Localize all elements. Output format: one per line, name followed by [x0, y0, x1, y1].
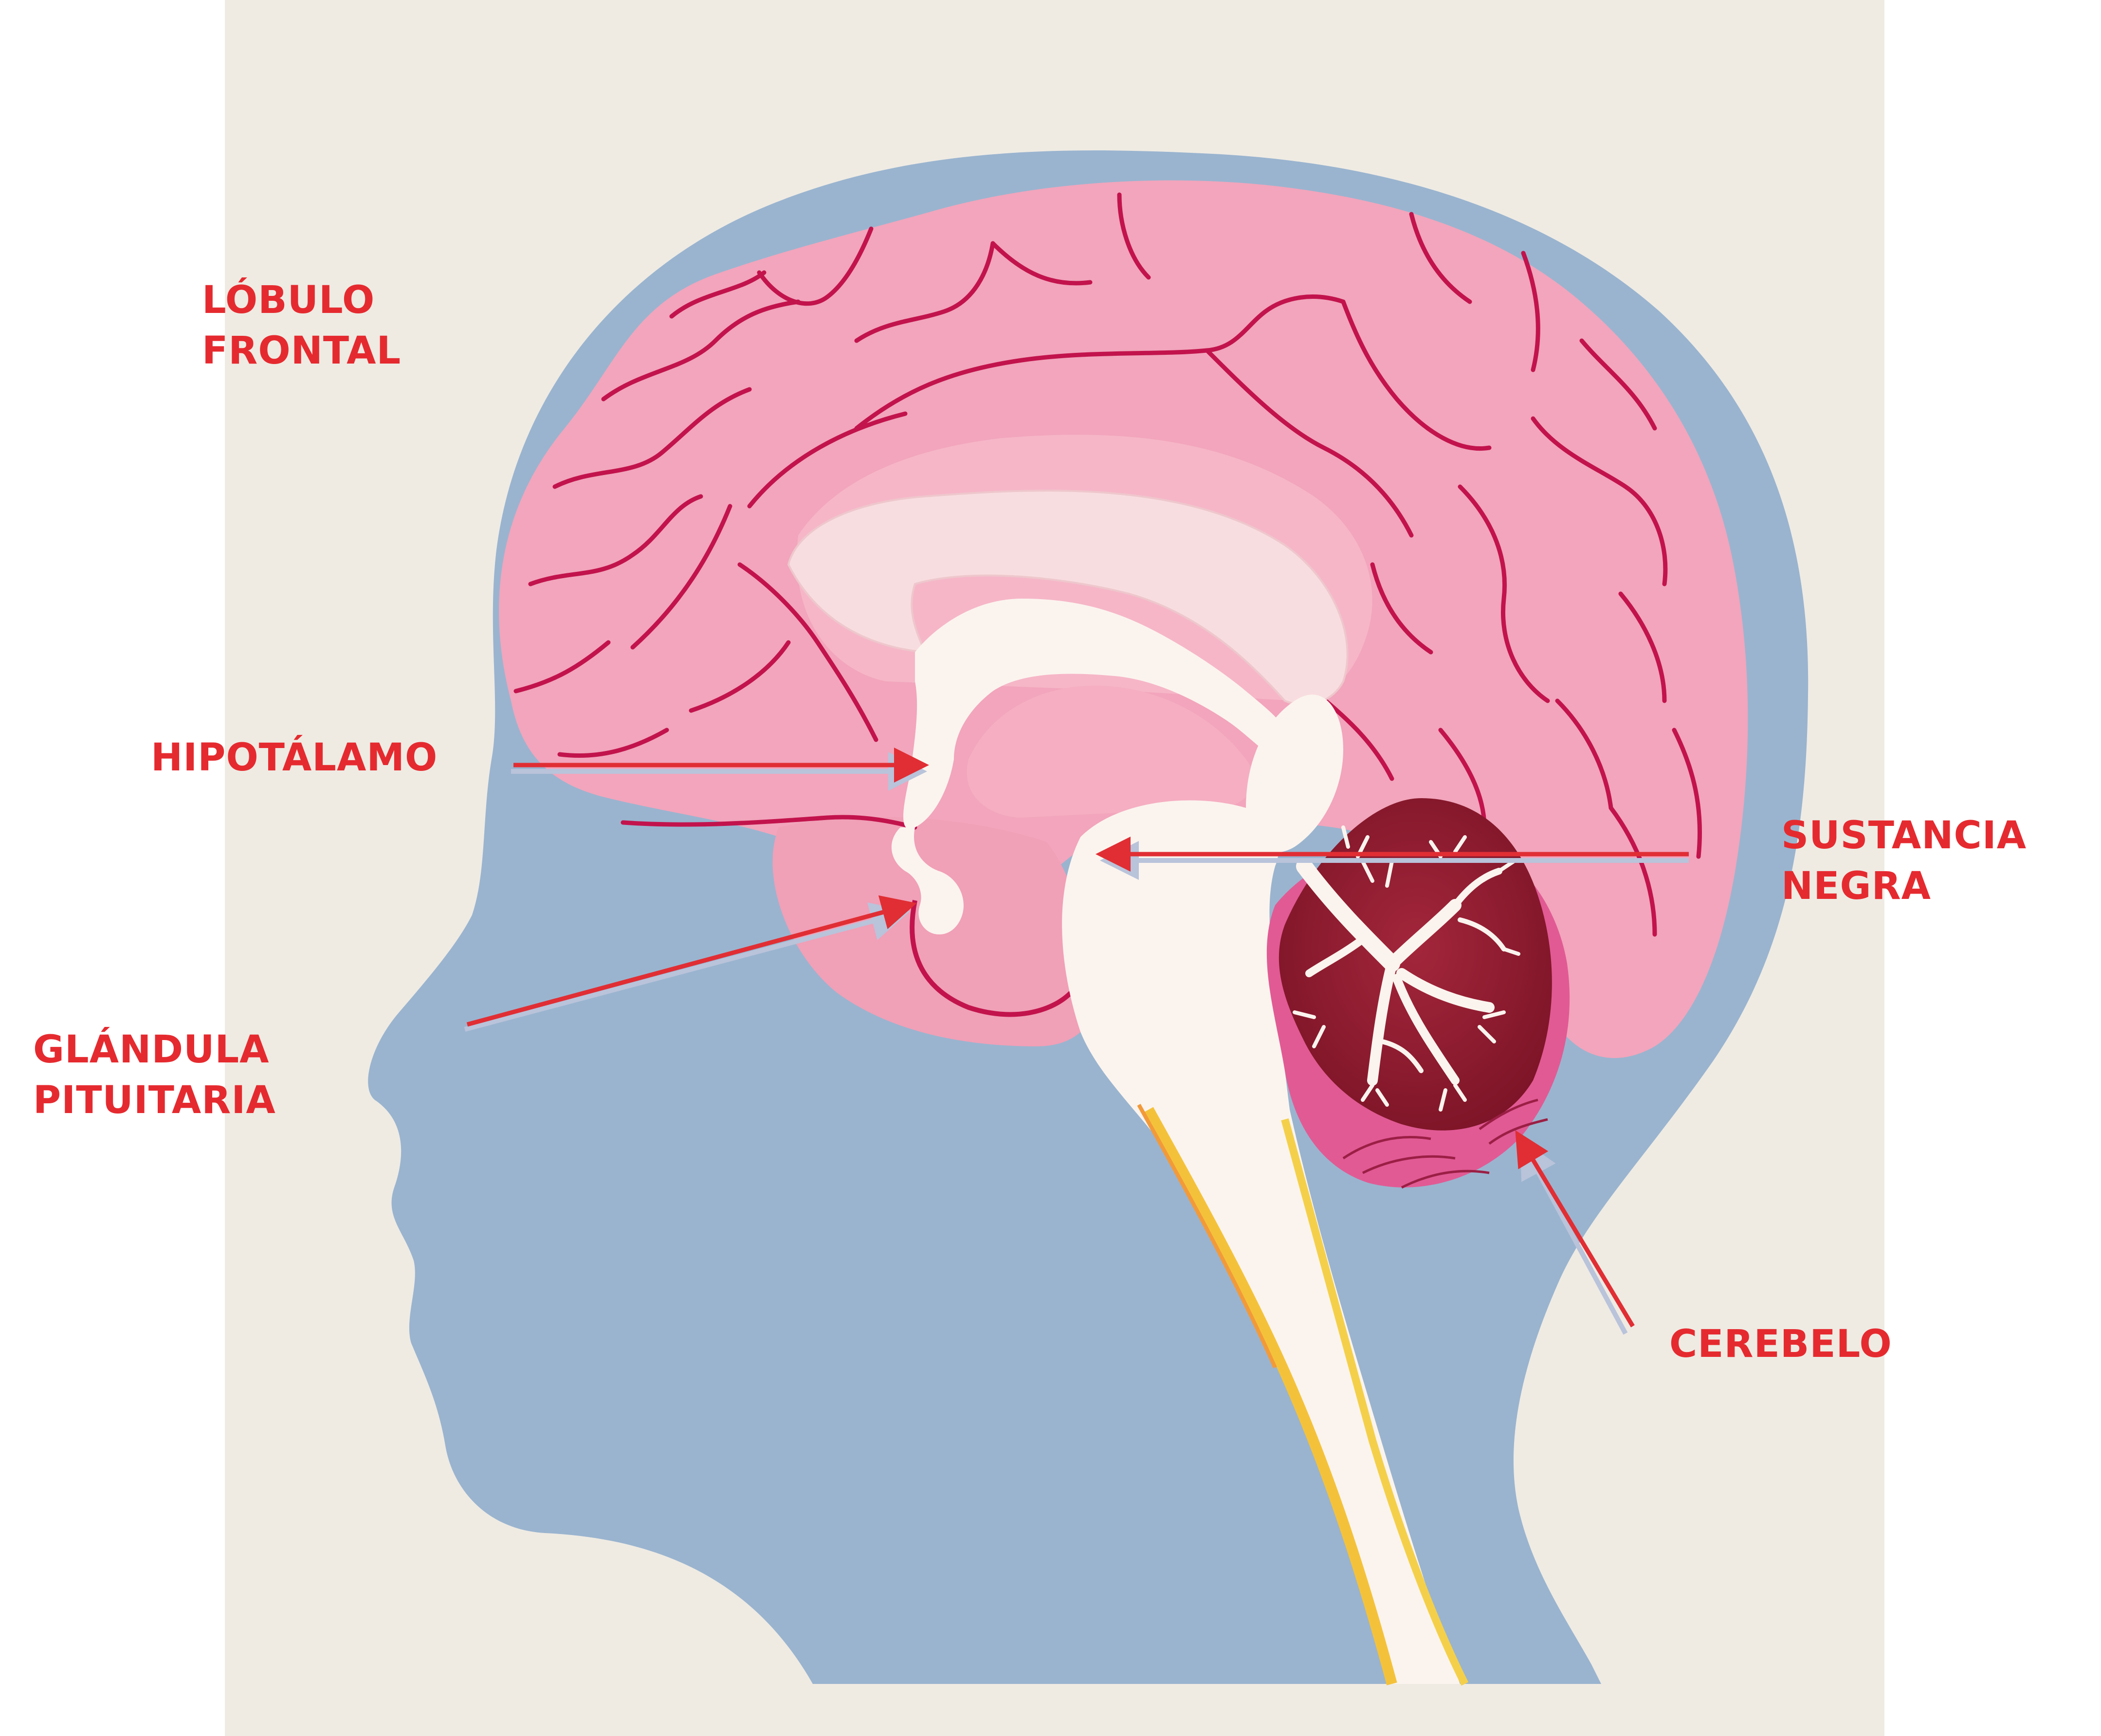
arbor-vitae	[1293, 825, 1520, 1112]
label-sustancia-negra: SUSTANCIA NEGRA	[1781, 810, 2027, 912]
spinal-stripe	[1144, 1107, 1397, 1685]
corpus-callosum	[787, 490, 1349, 706]
label-glandula-pituitaria-line1: GLÁNDULA	[33, 1028, 270, 1072]
arrow-shadows	[464, 752, 1689, 1335]
spinal-stripe-back	[1281, 1118, 1469, 1686]
brainstem	[1062, 800, 1460, 1684]
arrow-glandula-pituitaria	[466, 895, 917, 1027]
label-glandula-pituitaria-line2: PITUITARIA	[33, 1078, 276, 1122]
label-lobulo-frontal-line2: FRONTAL	[202, 329, 402, 373]
label-cerebelo: CEREBELO	[1669, 1319, 1892, 1370]
label-lobulo-frontal-line1: LÓBULO	[202, 278, 375, 322]
spinal-stripe-inner	[1137, 1104, 1277, 1369]
fornix	[903, 599, 1288, 829]
pituitary-stalk	[891, 827, 964, 934]
midbrain	[1246, 694, 1343, 853]
temporal-sulcus	[910, 900, 1073, 1017]
label-cerebelo-line1: CEREBELO	[1669, 1322, 1892, 1366]
label-glandula-pituitaria: GLÁNDULA PITUITARIA	[33, 1024, 276, 1126]
label-hipotalamo-line1: HIPOTÁLAMO	[151, 736, 438, 780]
label-lobulo-frontal: LÓBULO FRONTAL	[202, 275, 401, 376]
thalamus	[967, 685, 1254, 818]
cerebellum-folia	[1342, 1098, 1548, 1189]
arrow-cerebelo	[1515, 1130, 1635, 1328]
label-hipotalamo: HIPOTÁLAMO	[151, 732, 438, 783]
arrows	[466, 748, 1689, 1328]
label-sustancia-negra-line2: NEGRA	[1781, 864, 1932, 908]
label-sustancia-negra-line1: SUSTANCIA	[1781, 814, 2027, 858]
